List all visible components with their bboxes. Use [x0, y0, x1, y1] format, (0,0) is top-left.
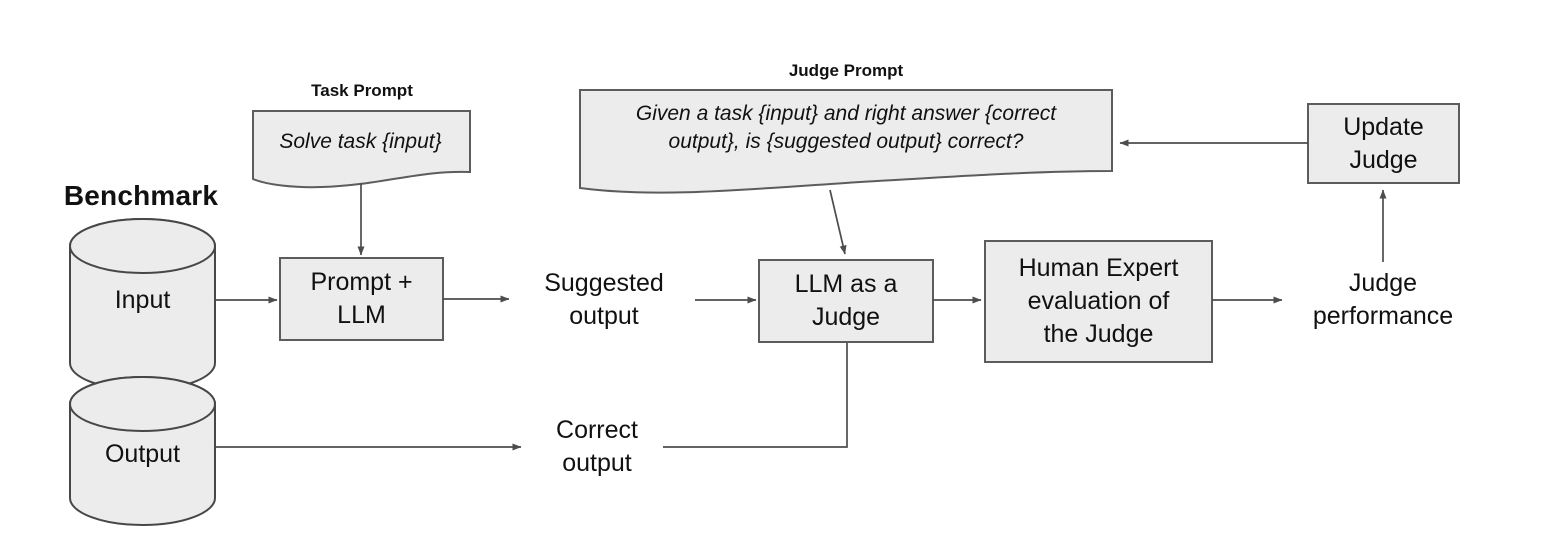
task-prompt-text: Solve task {input}	[279, 129, 442, 153]
output-database-cylinder	[69, 376, 216, 526]
arrow-judgeprompt-to-llmjudge	[829, 189, 847, 255]
human-expert-label: Human Expert evaluation of the Judge	[1018, 254, 1179, 348]
judge-performance-label: Judge performance	[1312, 269, 1454, 330]
benchmark-heading: Benchmark	[63, 179, 219, 211]
suggested-output-label: Suggested output	[544, 269, 664, 330]
update-judge-box	[1307, 103, 1460, 184]
llm-judge-label: LLM as a Judge	[794, 270, 898, 331]
correct-output-label: Correct output	[556, 416, 638, 477]
prompt-llm-label: Prompt + LLM	[310, 268, 413, 329]
input-database-label: Input	[114, 285, 171, 314]
task-prompt-document	[252, 110, 471, 189]
task-prompt-title: Task Prompt	[311, 80, 413, 100]
llm-judge-box	[758, 259, 934, 343]
human-expert-box	[984, 240, 1213, 363]
judge-prompt-text: Given a task {input} and right answer {c…	[635, 102, 1057, 153]
update-judge-label: Update Judge	[1343, 112, 1424, 174]
output-database-label: Output	[104, 439, 181, 468]
judge-prompt-document	[579, 89, 1113, 194]
line-correctoutput-to-llmjudge	[663, 343, 848, 448]
judge-prompt-title: Judge Prompt	[788, 60, 904, 80]
input-database-cylinder	[69, 218, 216, 391]
